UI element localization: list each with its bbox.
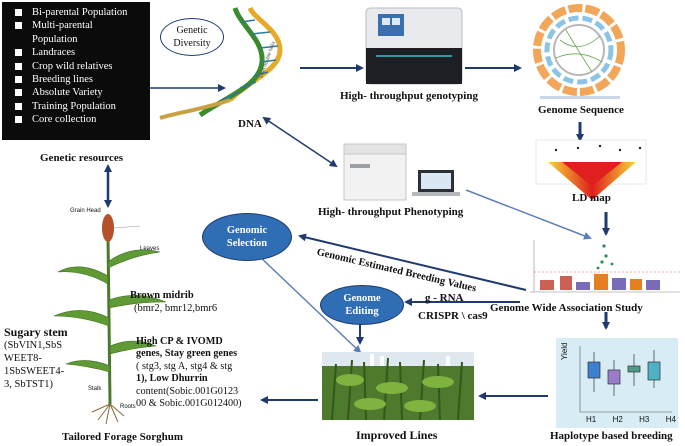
ld-map-icon	[535, 139, 647, 200]
sugary-stem-title: Sugary stem	[4, 325, 68, 339]
brown-midrib-block: Brown midrib (bmr2, bmr12,bmr6	[130, 289, 217, 315]
stalk-label: Stalk	[88, 386, 102, 392]
forage-label: Tailored Forage Sorghum	[62, 431, 184, 443]
grna-label: g - RNA	[425, 292, 464, 304]
resource-item: Population	[32, 33, 78, 45]
quality-traits-line: genes, Stay green genes	[136, 348, 238, 360]
crispr-label: CRISPR \ cas9	[418, 310, 488, 322]
resource-item: Core collection	[6, 113, 150, 126]
ld-map-label: LD map	[572, 192, 611, 204]
genome-editing-ellipse: Genome Editing	[320, 285, 404, 325]
resource-item: Crop wild relatives	[6, 60, 150, 73]
brown-midrib-genes: (bmr2, bmr12,bmr6	[134, 303, 218, 314]
dna-helix-icon: DNA double helix	[159, 6, 283, 120]
brown-midrib-title: Brown midrib	[130, 290, 194, 301]
haplotype-ylabel: Yield	[560, 342, 569, 361]
dna-label: DNA	[238, 118, 262, 130]
resource-item: Landraces	[6, 46, 150, 59]
resource-list: Bi-parental Population Multi-parental Po…	[6, 6, 150, 127]
leaves-label: Leaves	[140, 246, 160, 252]
resource-item: Absolute Variety	[6, 86, 150, 99]
haplotype-group-label: H4	[665, 415, 676, 424]
haplotype-label: Haplotype based breeding	[550, 430, 673, 442]
sugary-stem-line: (SbVIN1,SbS	[4, 340, 63, 351]
genome-editing-line1: Genome	[343, 293, 381, 304]
genomic-selection-line1: Genomic	[226, 225, 268, 236]
resource-item: Breeding lines	[6, 73, 150, 86]
resource-item: Training Population	[6, 100, 150, 113]
circos-plot-icon	[533, 4, 625, 99]
haplotype-boxplot	[556, 338, 678, 428]
genome-editing-line2: Editing	[345, 306, 379, 317]
sorghum-plant-icon	[53, 214, 167, 425]
quality-traits-block: High CP & IVOMD genes, Stay green genes …	[136, 336, 276, 410]
sugary-stem-line: 3, SbTST1)	[4, 379, 54, 390]
resource-item: Bi-parental Population	[6, 6, 150, 19]
field-photo-icon	[322, 352, 474, 421]
genetic-diversity-ellipse: Genetic Diversity	[160, 18, 224, 56]
haplotype-group-label: H3	[639, 415, 650, 424]
haplotype-groups: H1 H2 H3 H4	[586, 415, 676, 424]
improved-lines-label: Improved Lines	[356, 428, 438, 442]
phenotyping-device-icon	[343, 143, 460, 201]
phenotyping-label: High- throughput Phenotyping	[318, 206, 464, 218]
manhattan-plot-icon	[530, 240, 680, 293]
quality-traits-line: content(Sobic.001G0123	[136, 385, 239, 397]
roots-label: Roots	[120, 404, 136, 410]
quality-traits-line: 00 & Sobic.001G012400)	[136, 398, 242, 410]
sequencer-icon	[365, 7, 463, 85]
genetic-diversity-line1: Genetic	[176, 25, 208, 36]
haplotype-group-label: H2	[612, 415, 623, 424]
genomic-selection-line2: Selection	[226, 238, 268, 249]
quality-traits-line: 1), Low Dhurrin	[136, 373, 208, 385]
sugary-stem-line: WEET8-	[4, 353, 42, 364]
resource-item: Multi-parental	[6, 19, 150, 32]
genome-sequence-label: Genome Sequence	[538, 104, 624, 116]
sugary-stem-line: 1SbSWEET4-	[4, 366, 65, 377]
genomic-selection-ellipse: Genomic Selection	[202, 213, 292, 261]
quality-traits-line: ( stg3, stg A, stg4 & stg	[136, 360, 233, 372]
quality-traits-line: High CP & IVOMD	[136, 336, 223, 347]
genotyping-label: High- throughput genotyping	[340, 90, 478, 102]
genetic-diversity-line2: Diversity	[173, 38, 211, 49]
grain-head-label: Grain Head	[70, 208, 101, 214]
sugary-stem-block: Sugary stem (SbVIN1,SbS WEET8- 1SbSWEET4…	[4, 326, 68, 391]
gwas-label: Genome Wide Association Study	[490, 302, 643, 314]
haplotype-group-label: H1	[586, 415, 597, 424]
genetic-resources-box: Bi-parental Population Multi-parental Po…	[2, 2, 150, 140]
genetic-resources-label: Genetic resources	[40, 152, 123, 164]
